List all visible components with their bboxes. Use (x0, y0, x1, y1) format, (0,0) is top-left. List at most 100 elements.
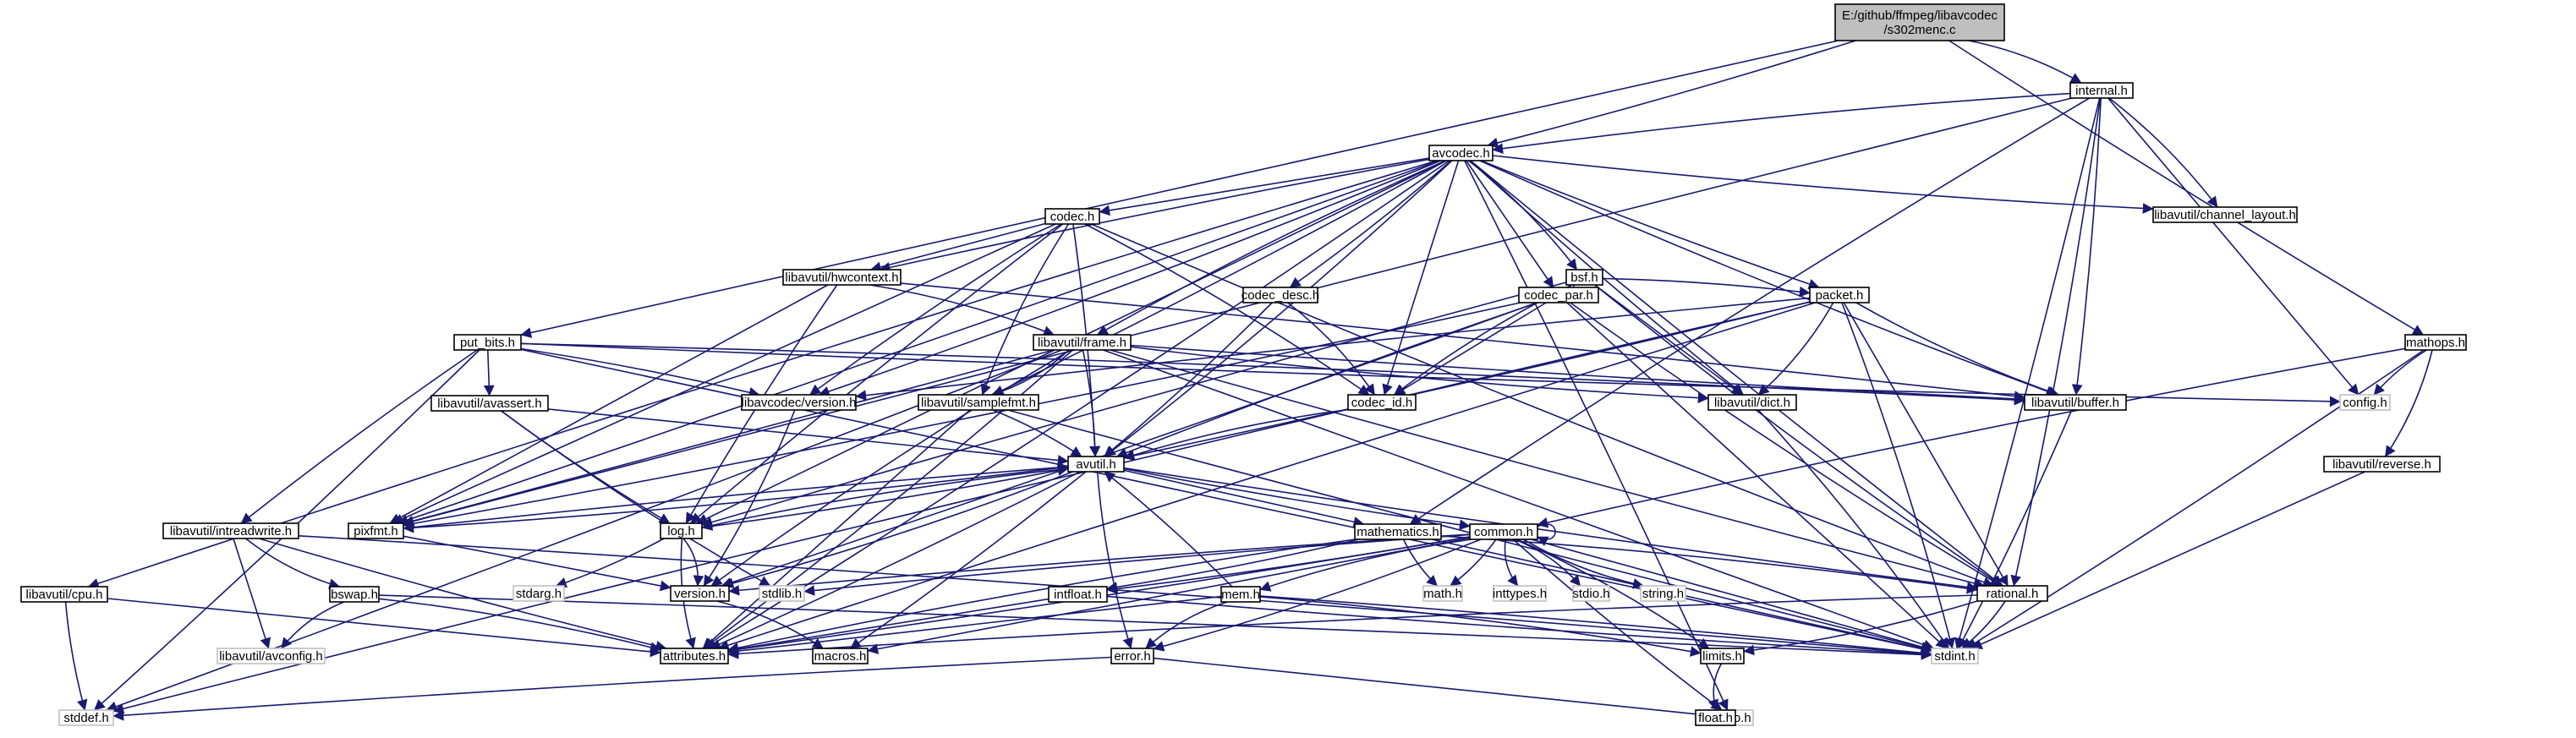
node-limits[interactable]: limits.h (1700, 648, 1745, 664)
node-label: put_bits.h (460, 336, 515, 350)
edge-hwcontext-to-frame (869, 284, 1055, 336)
node-cpu[interactable]: libavutil/cpu.h (20, 586, 108, 603)
node-avutil[interactable]: avutil.h (1067, 456, 1125, 473)
node-mathops[interactable]: mathops.h (2404, 334, 2467, 351)
node-root[interactable]: E:/github/ffmpeg/libavcodec/s302menc.c (1834, 3, 2005, 41)
edge-avcodec-to-codec_id (1382, 160, 1460, 396)
edge-avutil-to-macros (849, 471, 1087, 649)
edge-common-to-math (1450, 538, 1497, 587)
node-label: macros.h (814, 649, 867, 664)
node-intfloat[interactable]: intfloat.h (1048, 586, 1108, 603)
edge-avcodec-to-attributes (705, 160, 1450, 649)
node-codec-id[interactable]: codec_id.h (1347, 394, 1417, 411)
node-bswap[interactable]: bswap.h (329, 586, 380, 603)
node-packet[interactable]: packet.h (1809, 287, 1870, 303)
node-hwcontext[interactable]: libavutil/hwcontext.h (782, 269, 902, 286)
edge-log-to-stdarg (555, 538, 665, 588)
edge-mathops-to-reverse (2384, 349, 2433, 457)
node-rational[interactable]: rational.h (1976, 585, 2048, 602)
edge-samplefmt-to-avutil (992, 409, 1082, 457)
node-avassert[interactable]: libavutil/avassert.h (430, 395, 549, 412)
node-label: libavutil/hwcontext.h (785, 271, 898, 285)
node-label: mathops.h (2406, 336, 2465, 350)
edge-bswap-to-attributes (378, 598, 661, 653)
edge-codec-to-rational (1091, 223, 1994, 588)
node-pixfmt[interactable]: pixfmt.h (348, 522, 404, 539)
node-box (20, 586, 108, 603)
node-dict[interactable]: libavutil/dict.h (1707, 394, 1797, 411)
node-stdlib: stdlib.h (759, 585, 805, 602)
edge-hwcontext-to-buffer (900, 282, 2025, 402)
node-box (1809, 287, 1870, 303)
node-label: stdio.h (1572, 587, 1609, 601)
node-bsf[interactable]: bsf.h (1565, 269, 1603, 286)
node-error[interactable]: error.h (1110, 648, 1154, 664)
edge-internal-to-stdint (1954, 97, 2101, 649)
node-label: libavutil/dict.h (1714, 396, 1790, 410)
edge-avassert-to-avutil (547, 408, 1069, 466)
node-macros[interactable]: macros.h (812, 648, 869, 664)
node-box (1469, 523, 1538, 540)
node-label: codec_par.h (1524, 288, 1593, 303)
node-codec-par[interactable]: codec_par.h (1518, 287, 1599, 303)
edge-codec_par-to-pixfmt (403, 302, 1521, 529)
node-box (453, 334, 522, 351)
node-label: libavcodec/version.h (742, 396, 857, 410)
edge-common-to-error (1153, 538, 1482, 652)
node-put-bits[interactable]: put_bits.h (453, 334, 522, 351)
node-attributes[interactable]: attributes.h (660, 648, 729, 664)
node-avcodec[interactable]: avcodec.h (1428, 145, 1494, 161)
node-codec[interactable]: codec.h (1044, 208, 1100, 225)
edge-avcodec-to-avutil (1104, 160, 1453, 457)
node-label: libavutil/avconfig.h (219, 649, 323, 664)
node-mem[interactable]: mem.h (1220, 586, 1261, 603)
node-reverse[interactable]: libavutil/reverse.h (2323, 456, 2441, 473)
node-lavc-version[interactable]: libavcodec/version.h (741, 394, 857, 411)
node-inttypes: inttypes.h (1493, 585, 1547, 602)
node-label: stddef.h (63, 711, 108, 725)
node-label: bswap.h (331, 588, 378, 602)
node-box (1067, 456, 1125, 473)
node-box (1428, 145, 1494, 161)
edge-mathops-to-config (2373, 349, 2427, 396)
edge-frame-to-version (710, 349, 1072, 587)
node-box (1347, 394, 1417, 411)
node-frame[interactable]: libavutil/frame.h (1033, 334, 1132, 351)
node-float[interactable]: float.h (1695, 709, 1736, 726)
node-label: string.h (1642, 587, 1684, 601)
node-label: internal.h (2075, 84, 2128, 98)
edge-frame-to-dict (1130, 346, 1709, 404)
node-label: libavutil/reverse.h (2332, 457, 2431, 472)
node-box (1565, 269, 1603, 286)
edge-bsf-to-log (701, 282, 1567, 528)
node-internal[interactable]: internal.h (2069, 82, 2134, 99)
node-label: inttypes.h (1493, 587, 1547, 601)
edge-avcodec-to-dict (1469, 160, 1745, 396)
edge-mathematics-to-attributes (727, 538, 1356, 653)
node-mathematics[interactable]: mathematics.h (1354, 523, 1442, 540)
node-samplefmt[interactable]: libavutil/samplefmt.h (918, 394, 1039, 411)
node-log[interactable]: log.h (660, 522, 703, 539)
node-box (2024, 394, 2127, 411)
node-box (1220, 586, 1261, 603)
edge-put_bits-to-stdint (520, 348, 1932, 654)
node-label: attributes.h (663, 649, 726, 664)
edge-bswap-to-stdint (378, 594, 1932, 660)
node-box (1695, 709, 1736, 726)
node-label: mem.h (1221, 588, 1260, 602)
node-channel-layout[interactable]: libavutil/channel_layout.h (2152, 206, 2298, 223)
edge-frame-to-pixfmt (403, 349, 1055, 527)
edge-avcodec-to-lavc_version (818, 160, 1441, 397)
edge-root-to-avcodec (1487, 40, 1856, 149)
node-box (1518, 287, 1599, 303)
edge-avassert-to-stdlib (501, 410, 771, 587)
node-intreadwrite[interactable]: libavutil/intreadwrite.h (162, 522, 299, 539)
node-box (670, 585, 730, 602)
node-common[interactable]: common.h (1469, 523, 1538, 540)
node-box (1048, 586, 1108, 603)
node-version[interactable]: version.h (670, 585, 730, 602)
node-buffer[interactable]: libavutil/buffer.h (2024, 394, 2127, 411)
node-layer: E:/github/ffmpeg/libavcodec/s302menc.c in… (20, 3, 2467, 726)
edge-packet-to-buffer (1855, 302, 2059, 397)
node-codec-desc[interactable]: codec_desc.h (1241, 287, 1320, 303)
